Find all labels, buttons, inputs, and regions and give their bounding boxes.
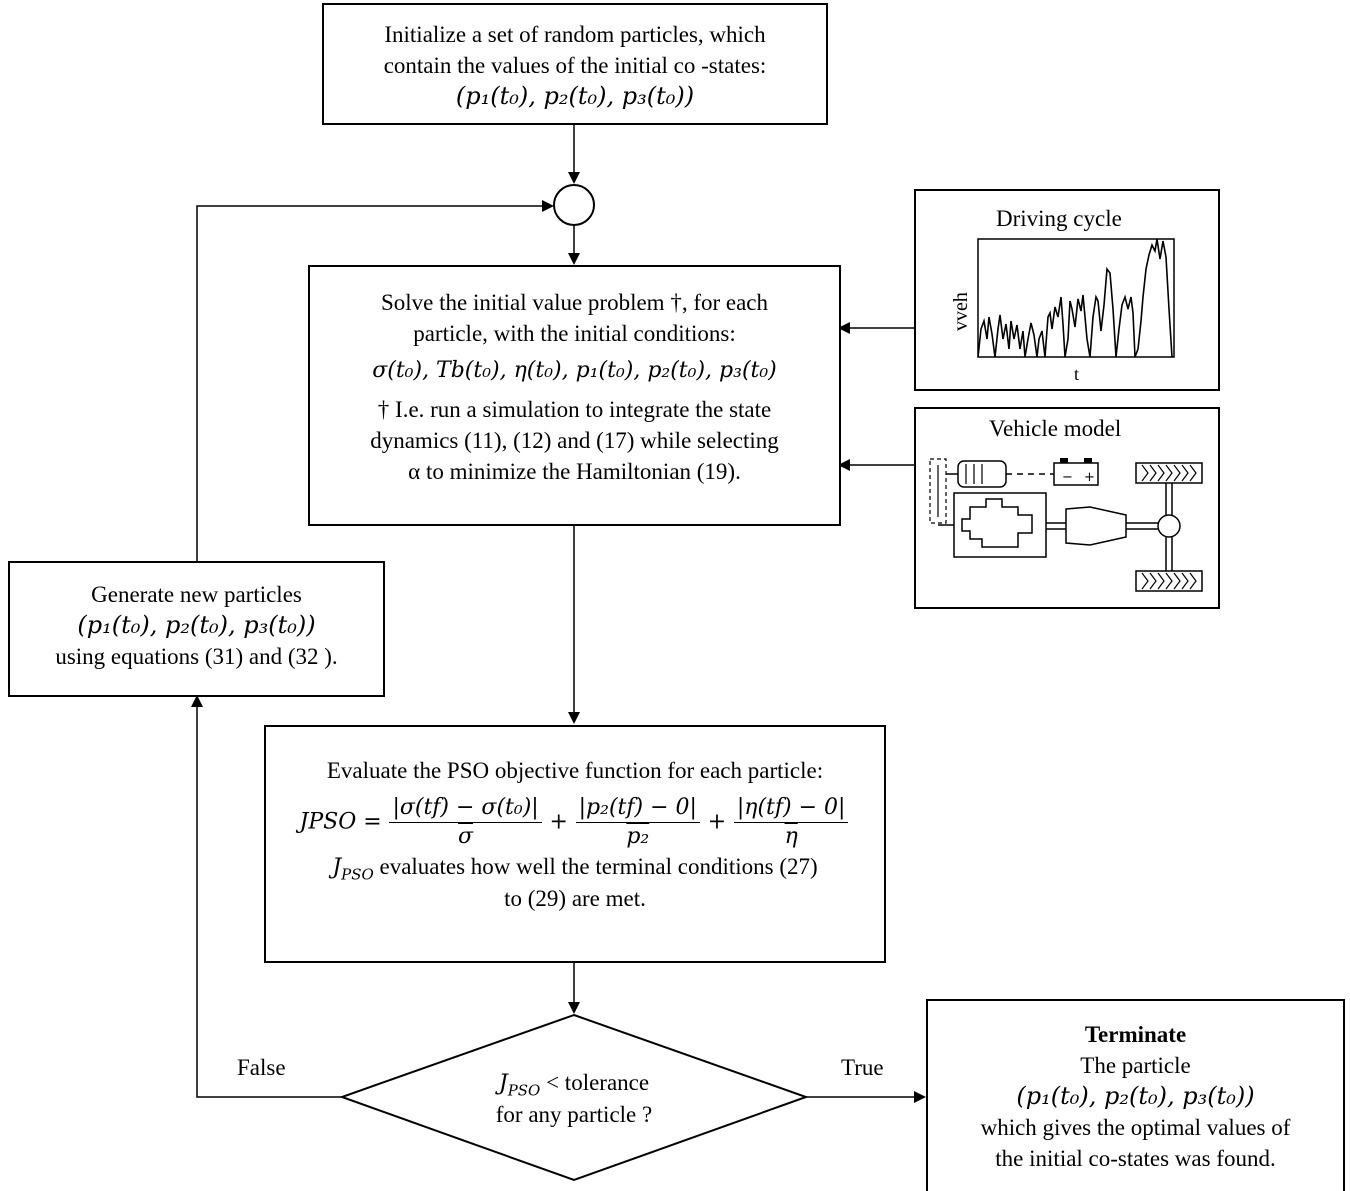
fraction-p2-denominator: p₂ — [626, 824, 650, 849]
evaluate-line-3-text: evaluates how well the terminal conditio… — [379, 854, 818, 879]
fraction-p2-numerator: |p₂(tf) − 0| — [575, 794, 700, 823]
decision-line-1-text: < tolerance — [546, 1070, 650, 1095]
driving-cycle-plot — [977, 238, 1175, 358]
ivp-note-1: † I.e. run a simulation to integrate the… — [377, 397, 772, 422]
generate-formula: (p₁(t₀), p₂(t₀), p₃(t₀)) — [77, 611, 316, 639]
fraction-sigma-numerator: |σ(tf) − σ(t₀)| — [389, 794, 542, 823]
vehicle-model-schematic: − + — [929, 458, 1203, 592]
terminate-line-3: which gives the optimal values of — [980, 1115, 1291, 1140]
evaluate-line-3: JPSO evaluates how well the terminal con… — [266, 851, 884, 883]
terminate-box: Terminate The particle (p₁(t₀), p₂(t₀), … — [926, 999, 1345, 1191]
terminate-title: Terminate — [1084, 1022, 1187, 1047]
fraction-eta-denominator: η — [784, 824, 798, 849]
fraction-eta-numerator: |η(tf) − 0| — [733, 794, 849, 823]
generate-line-3: using equations (31) and (32 ). — [55, 644, 338, 669]
solve-ivp-box: Solve the initial value problem †, for e… — [308, 265, 841, 526]
fraction-p2: |p₂(tf) − 0| p₂ — [575, 794, 700, 851]
driving-cycle-xlabel: t — [1074, 364, 1080, 384]
terminate-line-4: the initial co-states was found. — [995, 1146, 1276, 1171]
true-label: True — [841, 1055, 884, 1080]
evaluate-line-4: to (29) are met. — [504, 886, 646, 911]
jpso-symbol: JPSO — [332, 855, 374, 884]
ivp-line-2: particle, with the initial conditions: — [413, 321, 736, 346]
ivp-note-2: dynamics (11), (12) and (17) while selec… — [370, 428, 779, 453]
terminate-line-1: The particle — [1080, 1053, 1191, 1078]
evaluate-objective-box: Evaluate the PSO objective function for … — [264, 725, 886, 963]
plus-sign-1: + — [549, 809, 568, 835]
generate-particles-box: Generate new particles (p₁(t₀), p₂(t₀), … — [8, 561, 385, 697]
fraction-eta: |η(tf) − 0| η — [733, 794, 849, 851]
initialize-box: Initialize a set of random particles, wh… — [322, 3, 828, 125]
decision-line-1: JPSO < tolerance — [424, 1067, 724, 1099]
arrow-false-to-generate — [191, 695, 342, 1098]
fraction-sigma-denominator: σ — [458, 824, 474, 849]
driving-cycle-box: Driving cycle vveh t — [914, 189, 1220, 391]
vehicle-model-box: Vehicle model − + — [914, 407, 1220, 609]
svg-text:+: + — [1084, 470, 1095, 485]
speed-trace — [977, 238, 1173, 358]
driving-cycle-title: Driving cycle — [996, 206, 1122, 231]
pso-objective-formula: JPSO = |σ(tf) − σ(t₀)| σ + |p₂(tf) − 0| … — [266, 794, 884, 851]
evaluate-line-1: Evaluate the PSO objective function for … — [326, 758, 824, 783]
svg-text:−: − — [1062, 470, 1073, 485]
decision-line-2: for any particle ? — [495, 1102, 653, 1127]
initialize-line-1: Initialize a set of random particles, wh… — [384, 22, 766, 47]
ivp-note-3: α to minimize the Hamiltonian (19). — [408, 459, 741, 484]
plus-sign-2: + — [707, 809, 727, 835]
terminate-formula: (p₁(t₀), p₂(t₀), p₃(t₀)) — [1016, 1082, 1255, 1110]
fraction-sigma: |σ(tf) − σ(t₀)| σ — [389, 794, 542, 851]
arrow-generate-to-junction — [196, 200, 554, 562]
vehicle-model-title: Vehicle model — [989, 416, 1122, 441]
formula-lhs: JPSO = — [299, 809, 382, 835]
ivp-formula: σ(t₀), Tb(t₀), η(t₀), p₁(t₀), p₂(t₀), p₃… — [372, 358, 777, 383]
ivp-line-1: Solve the initial value problem †, for e… — [380, 290, 769, 315]
decision-jpso-symbol: JPSO — [498, 1071, 541, 1100]
decision-diamond — [339, 1013, 809, 1182]
decision-text: JPSO < tolerance for any particle ? — [424, 1067, 724, 1130]
initialize-formula: (p₁(t₀), p₂(t₀), p₃(t₀)) — [455, 82, 695, 110]
initialize-line-2: contain the values of the initial co -st… — [383, 53, 767, 78]
driving-cycle-ylabel: vveh — [949, 292, 972, 331]
false-label: False — [237, 1055, 286, 1080]
merge-junction — [553, 184, 595, 226]
generate-line-1: Generate new particles — [91, 582, 302, 607]
